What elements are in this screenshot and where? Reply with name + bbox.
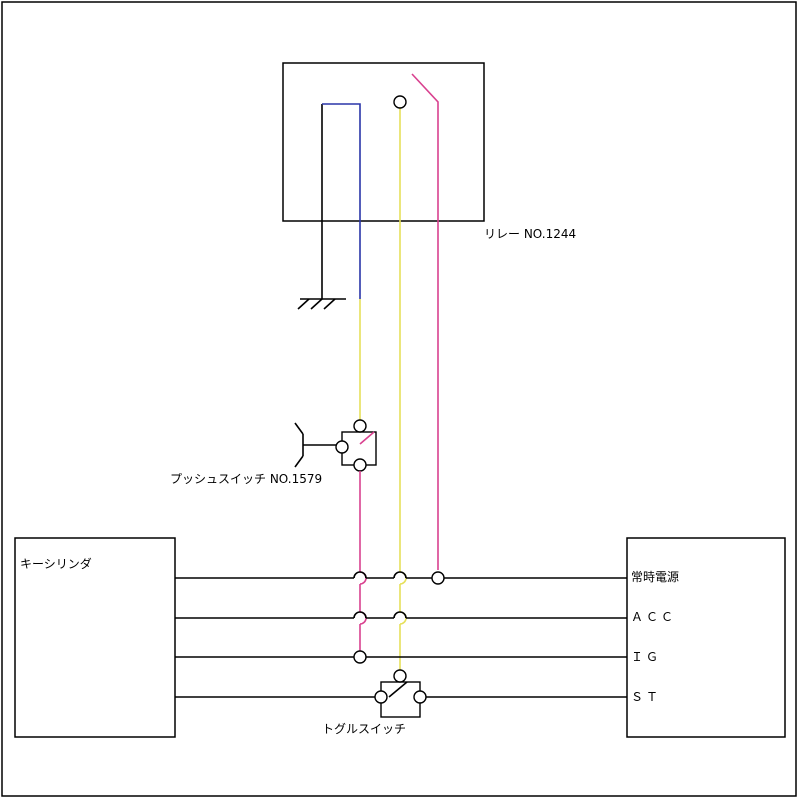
toggle-switch-label: トグルスイッチ [322, 722, 406, 736]
wire-ig [175, 650, 627, 664]
terminal-acc-label: ＡＣＣ [631, 610, 676, 624]
wire-constant [175, 571, 627, 585]
terminal-box [626, 537, 786, 738]
ground-symbol [297, 104, 346, 310]
push-switch-label: プッシュスイッチ NO.1579 [170, 472, 322, 486]
terminal-st-label: ＳＴ [631, 690, 661, 704]
terminal-constant-label: 常時電源 [631, 570, 679, 584]
pink-wire-relay [411, 73, 439, 570]
terminal-ig-label: ＩＧ [631, 650, 661, 664]
relay-box [282, 62, 485, 222]
key-cylinder-box [14, 537, 176, 738]
wire-acc [175, 611, 627, 619]
relay-terminal [393, 95, 407, 109]
toggle-switch [374, 669, 427, 718]
blue-wire [322, 103, 361, 299]
push-switch [294, 419, 377, 472]
key-cylinder-label: キーシリンダ [20, 556, 92, 571]
relay-label: リレー NO.1244 [484, 227, 576, 241]
